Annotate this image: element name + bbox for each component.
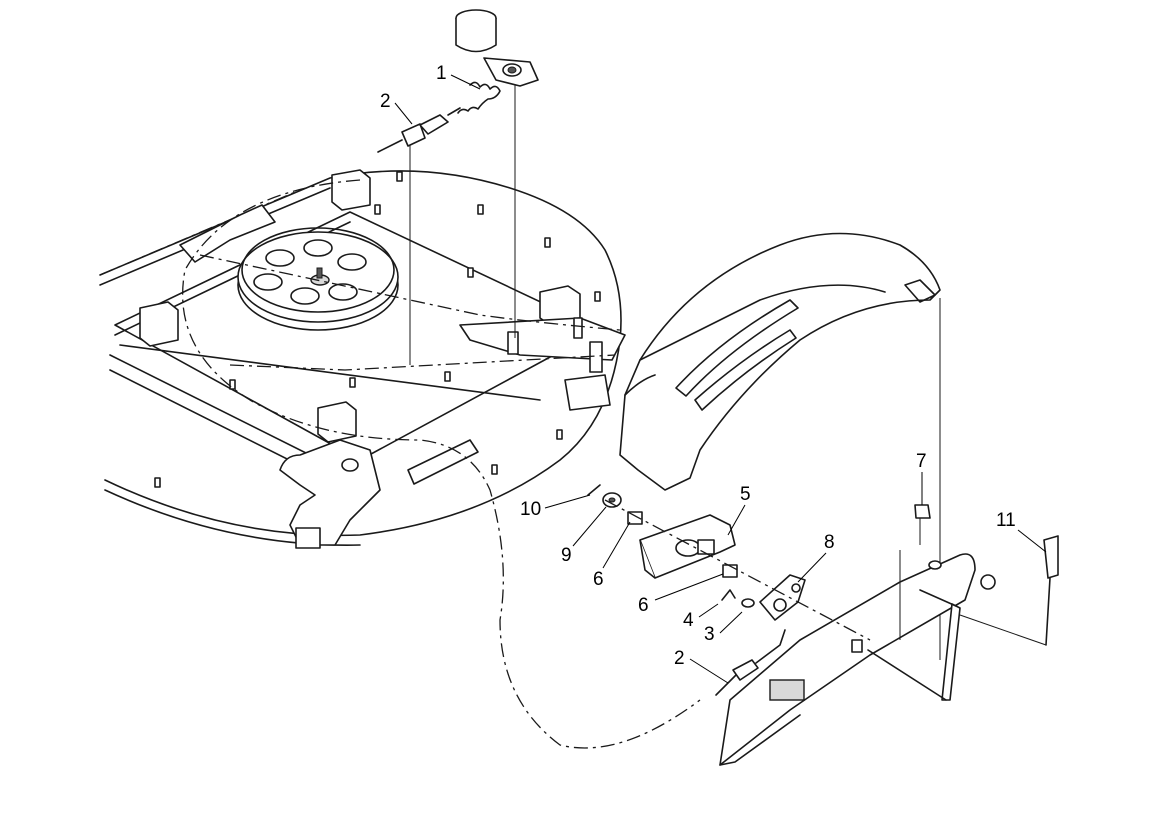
callout-1-label: 1 [436,63,447,84]
lever-hardware [587,484,1059,696]
callout-4: 4 [683,603,719,631]
callout-5: 5 [727,484,751,536]
mounting-plate [719,504,996,766]
callouts: 1 2 2 3 4 5 6 6 [380,63,1047,684]
callout-5-label: 5 [740,484,751,505]
callout-2-bottom: 2 [674,648,729,684]
callout-11: 11 [996,510,1047,553]
callout-8-label: 8 [824,532,835,553]
callout-6-upper: 6 [593,521,631,590]
callout-7: 7 [916,451,927,505]
callout-6-lower: 6 [638,573,724,616]
callout-3: 3 [704,611,743,645]
callout-3-label: 3 [704,624,715,645]
callout-11-label: 11 [996,510,1016,531]
callout-10: 10 [520,494,591,520]
discharge-cover [619,232,941,660]
callout-6-lower-label: 6 [638,595,649,616]
callout-9-label: 9 [561,545,572,566]
callout-2-top-label: 2 [380,91,391,112]
callout-10-label: 10 [520,499,541,520]
callout-2-top: 2 [380,91,413,125]
callout-8: 8 [797,532,835,583]
callout-4-label: 4 [683,610,694,631]
callout-7-label: 7 [916,451,927,472]
callout-6-upper-label: 6 [593,569,604,590]
callout-2-bottom-label: 2 [674,648,685,669]
callout-9: 9 [561,506,607,566]
callout-1: 1 [436,63,481,90]
idler-spring-assembly [377,9,539,365]
mower-deck [99,169,701,749]
